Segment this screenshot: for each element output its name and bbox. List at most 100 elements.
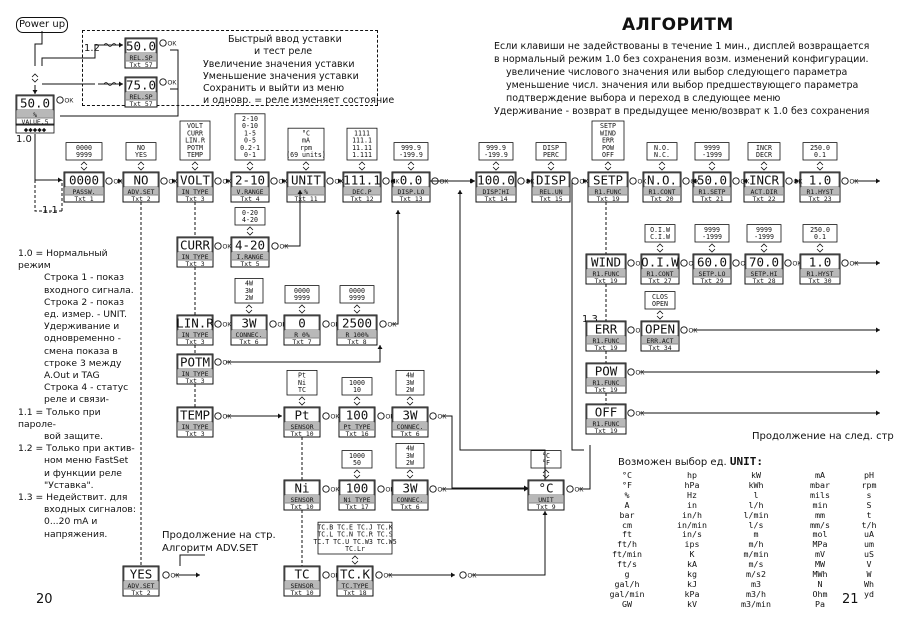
options-o-disphi: 999.9-199.9 [478, 142, 514, 161]
ok-key-icon: OK [162, 571, 180, 580]
intro-line-3: увеличение числового значения или выбор … [506, 67, 848, 78]
connector-line [472, 511, 546, 576]
unit-item: ft/h [617, 539, 637, 550]
menu-code: SENSOR [290, 496, 313, 504]
note-line: 0...20 mA и [44, 516, 98, 528]
svg-text:DECR: DECR [756, 151, 772, 159]
svg-text:LIN.R: LIN.R [185, 137, 205, 145]
svg-text:3W: 3W [245, 287, 253, 295]
svg-text:OK: OK [438, 414, 448, 421]
unit-item: uA [864, 529, 874, 540]
up-down-key-icon [80, 161, 88, 171]
text-ref: Txt 20 [650, 195, 673, 203]
up-down-key-icon [353, 396, 361, 406]
text-ref: Txt 2 [131, 589, 150, 597]
svg-text:ERR: ERR [602, 137, 614, 145]
svg-text:°F: °F [542, 459, 550, 467]
fastset-legend-up: Увеличение значения уставки [203, 59, 355, 70]
menu-m-r0[interactable]: 0R 0%Txt 7 [283, 314, 321, 346]
svg-text:9999: 9999 [76, 151, 92, 159]
text-ref: Txt 15 [539, 195, 562, 203]
unit-item: N [817, 578, 823, 589]
svg-text:0.1: 0.1 [814, 233, 826, 241]
note-line: входных сигналов: [44, 504, 136, 516]
text-ref: Txt 19 [594, 427, 617, 435]
svg-text:9999: 9999 [704, 144, 720, 152]
ok-key-icon: OK [627, 409, 645, 418]
svg-text:mA: mA [302, 137, 310, 145]
menu-code: IN TYPE [182, 253, 209, 261]
arrowhead [876, 327, 880, 333]
ok-key-icon: OK [159, 78, 177, 87]
unit-item: V [866, 559, 872, 570]
ok-key-icon: OK [322, 412, 340, 421]
continue-note-1: Продолжение на стр. [162, 530, 276, 541]
display-value: VOLT [180, 173, 211, 188]
note-1-1: 1.1 = Только при пароле- [18, 406, 101, 430]
unit-item: rpm [861, 479, 877, 490]
display-value: UNIT [291, 173, 322, 188]
unit-item: hp [687, 470, 697, 480]
powerup-connector [34, 31, 43, 66]
home-display[interactable]: 50.0%VALUE.5 [15, 94, 55, 126]
up-down-key-icon [760, 243, 768, 253]
display-value: O.I.W [641, 255, 679, 270]
arrowhead [876, 178, 880, 184]
menu-m-unit[interactable]: UNIT%Txt 11 [286, 171, 326, 203]
ok-key-icon: OK [785, 177, 803, 186]
svg-text:CURR: CURR [187, 129, 203, 137]
connector-line [60, 49, 179, 117]
unit-item: hPa [684, 479, 700, 490]
svg-text:OK: OK [331, 573, 341, 580]
unit-item: kg [687, 569, 697, 580]
svg-text:50: 50 [353, 459, 361, 467]
menu-code: I.RANGE [237, 253, 264, 261]
connector-line [284, 190, 301, 247]
ok-key-icon: OK [214, 177, 232, 186]
text-ref: Txt 3 [185, 195, 204, 203]
ok-key-icon: OK [159, 39, 177, 48]
